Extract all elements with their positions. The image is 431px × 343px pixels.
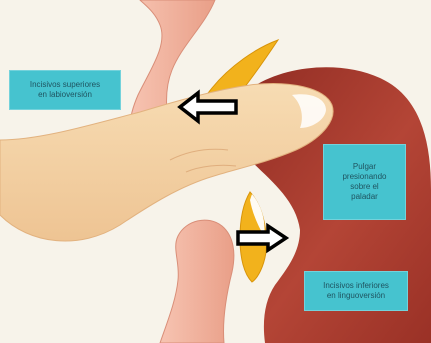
callout-upper-incisors-text: Incisivos superiores en labioversión [30,80,100,100]
callout-thumb-text: Pulgar presionando sobre el paladar [342,162,386,202]
callout-lower-incisors-text: Incisivos inferiores en linguoversión [323,281,389,301]
callout-lower-incisors: Incisivos inferiores en linguoversión [304,271,408,311]
callout-thumb: Pulgar presionando sobre el paladar [323,144,406,220]
callout-upper-incisors: Incisivos superiores en labioversión [9,70,121,110]
